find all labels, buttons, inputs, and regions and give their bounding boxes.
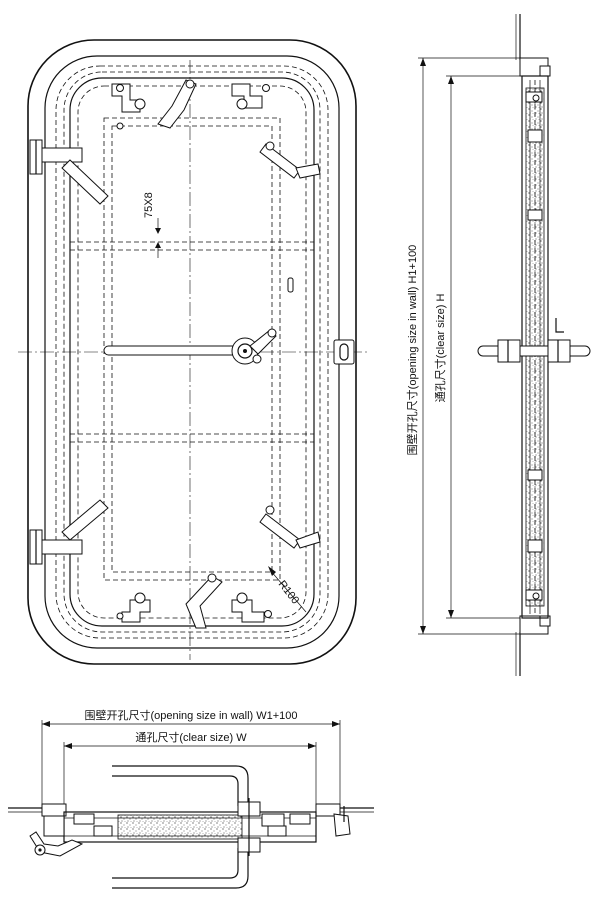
side-clear-label: 通孔尺寸(clear size) H bbox=[433, 294, 447, 403]
bar-dimension-label: 75X8 bbox=[143, 192, 155, 218]
handle-bar bbox=[103, 345, 245, 356]
front-view: 75X8 bbox=[18, 39, 370, 665]
lower-u-handle bbox=[112, 848, 249, 889]
side-section-view: 围壁开孔尺寸(opening size in wall) H1+100 通孔尺寸… bbox=[405, 14, 591, 676]
side-handle bbox=[477, 345, 591, 357]
bottom-dogs bbox=[116, 573, 272, 629]
lower-hinge bbox=[29, 499, 109, 565]
plan-clear-label: 通孔尺寸(clear size) W bbox=[135, 730, 247, 744]
upper-u-handle bbox=[112, 765, 249, 806]
plan-opening-label: 围壁开孔尺寸(opening size in wall) W1+100 bbox=[84, 708, 297, 722]
latch-plate bbox=[333, 339, 355, 365]
right-dogs bbox=[259, 141, 321, 549]
upper-hinge bbox=[29, 139, 109, 205]
plan-insulation-fill bbox=[117, 814, 243, 840]
side-opening-label: 围壁开孔尺寸(opening size in wall) H1+100 bbox=[405, 245, 419, 456]
top-dogs bbox=[111, 79, 270, 130]
plan-section-view: 围壁开孔尺寸(opening size in wall) W1+100 通孔尺寸… bbox=[8, 708, 374, 889]
